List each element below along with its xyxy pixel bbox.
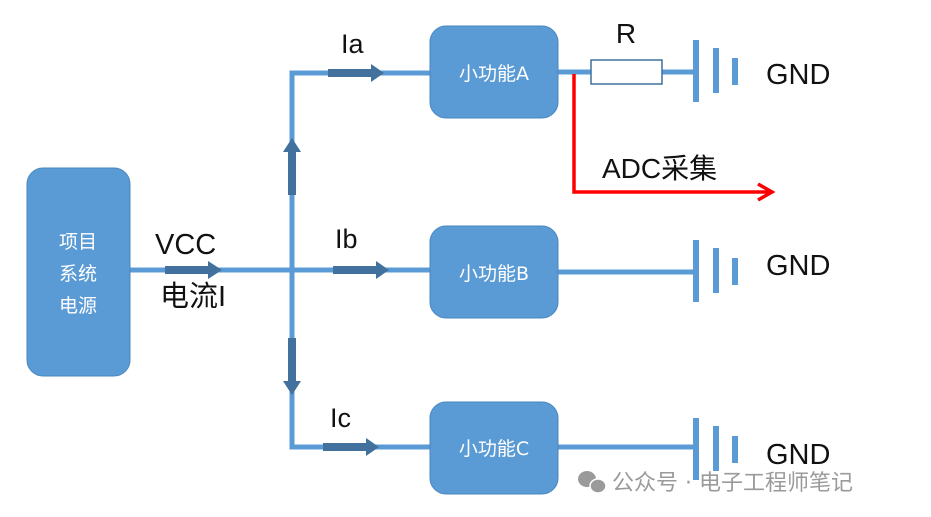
resistor-label: R: [616, 18, 636, 49]
system-power-source: 项目 系统 电源: [26, 167, 131, 377]
supply-current-arrow: [165, 261, 222, 279]
branch-a-current-label: Ia: [341, 29, 365, 59]
module-b: 小功能B: [429, 225, 559, 319]
ground-symbol-a: [693, 40, 738, 102]
module-a-label: 小功能A: [459, 63, 529, 85]
watermark: 公众号 · 电子工程师笔记: [578, 471, 853, 496]
resistor-symbol: [590, 59, 663, 85]
module-b-label: 小功能B: [459, 263, 529, 285]
branch-b-current-arrow: [333, 261, 389, 279]
wechat-icon: [578, 471, 607, 494]
ground-label-b: GND: [766, 250, 830, 282]
module-c-label: 小功能C: [459, 438, 529, 460]
downward-bus-arrow: [283, 338, 301, 395]
ground-symbol-b: [693, 240, 738, 302]
adc-label: ADC采集: [602, 153, 717, 184]
source-label-line-1: 项目: [59, 231, 97, 253]
source-label-line-3: 电源: [59, 295, 97, 317]
module-a: 小功能A: [429, 25, 559, 119]
current-arrows: [165, 64, 389, 456]
adc-sampling-path: [572, 74, 776, 202]
ground-label-a: GND: [766, 59, 830, 91]
branch-c-current-label: Ic: [330, 403, 351, 433]
upward-bus-arrow: [283, 138, 301, 195]
supply-current-label: 电流I: [160, 280, 226, 313]
branch-b-current-label: Ib: [335, 224, 358, 254]
module-c: 小功能C: [429, 401, 559, 495]
branch-c-current-arrow: [323, 438, 379, 456]
watermark-text: 公众号 · 电子工程师笔记: [612, 471, 853, 496]
ground-label-c: GND: [766, 439, 830, 471]
source-label-line-2: 系统: [59, 263, 97, 285]
ground-symbol-c: [693, 418, 738, 480]
vcc-label: VCC: [155, 229, 216, 261]
branch-a-current-arrow: [328, 64, 384, 82]
bus-wire-vertical: [289, 70, 432, 450]
